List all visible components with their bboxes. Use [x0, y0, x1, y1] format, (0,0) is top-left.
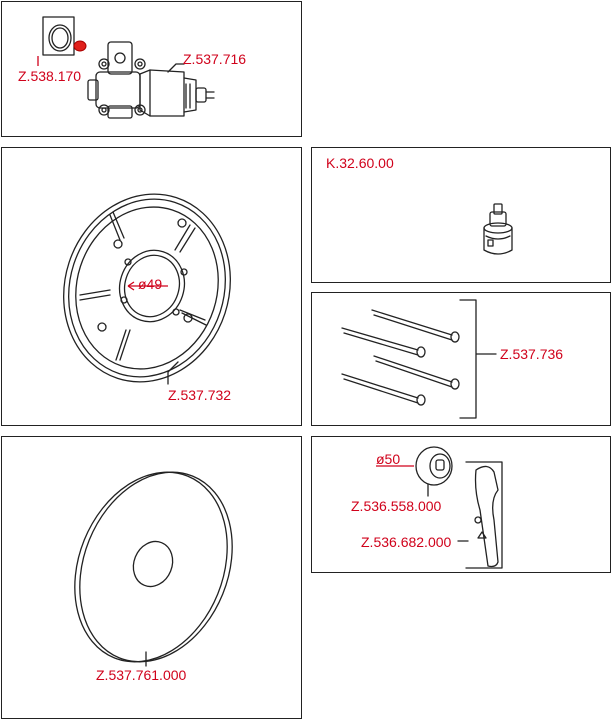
label-lever: Z.536.682.000 [361, 534, 452, 550]
panel-cover-plate [1, 436, 302, 719]
leader-mounting-plate [167, 361, 179, 385]
o-ring-drawing [42, 16, 75, 56]
screws-drawing [341, 309, 460, 406]
label-cartridge: K.32.60.00 [326, 155, 394, 171]
o-ring-seal-highlight [73, 40, 87, 52]
leader-valve-body [167, 63, 185, 73]
panel-valve-body [1, 1, 302, 137]
cartridge-drawing [483, 203, 513, 255]
label-o-ring: Z.538.170 [18, 68, 82, 84]
label-cover-plate: Z.537.761.000 [96, 667, 187, 683]
label-knob: Z.536.558.000 [351, 498, 442, 514]
panel-cartridge [311, 147, 611, 283]
dimension-49: ø49 [138, 276, 163, 292]
cover-plate-drawing [74, 471, 233, 663]
mounting-plate-drawing [63, 193, 231, 383]
panel-knob-lever [311, 436, 611, 573]
panel-screws [311, 292, 611, 426]
lever-drawing [474, 465, 499, 568]
label-valve-body: Z.537.716 [183, 51, 247, 67]
dimension-50: ø50 [376, 451, 401, 467]
label-screws: Z.537.736 [500, 346, 564, 362]
valve-body-drawing [87, 41, 215, 119]
knob-drawing [415, 446, 453, 486]
screws-bracket [459, 299, 497, 419]
label-mounting-plate: Z.537.732 [168, 387, 232, 403]
lever-bracket [465, 461, 503, 569]
dimension-arrow [127, 281, 135, 291]
